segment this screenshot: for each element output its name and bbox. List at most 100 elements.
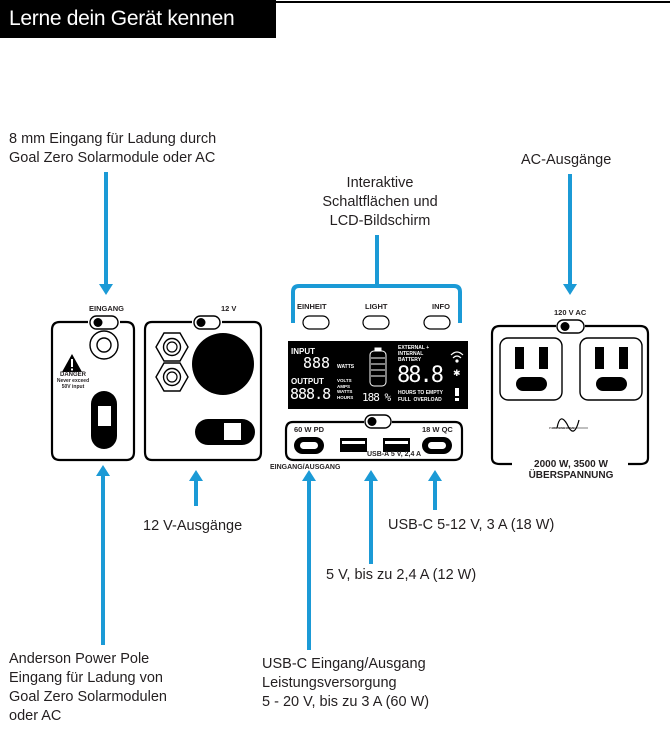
callout-anderson: Anderson Power Pole Eingang für Ladung v…: [9, 650, 167, 726]
input-cover-toggle[interactable]: [89, 315, 119, 330]
usbc-pd-label: 60 W PD: [294, 425, 325, 434]
lcd-line: BATTERY: [398, 357, 422, 363]
lcd-units: VOLTS AMPS WATTS HOURS: [337, 378, 353, 400]
light-label: LIGHT: [365, 302, 388, 311]
bluetooth-icon: ✱: [453, 369, 461, 379]
control-buttons: [302, 315, 451, 330]
sine-logo-text: PURE SINE WAVE: [549, 426, 575, 430]
lcd-percent: 188 %: [362, 391, 391, 404]
battery-icon: [369, 347, 387, 387]
leader-12v: [194, 480, 198, 506]
ac-cover-toggle[interactable]: [556, 319, 585, 334]
lcd-line: EXTERNAL +: [398, 345, 430, 351]
eingang-ausgang-label: EINGANG/AUSGANG: [270, 464, 341, 471]
callout-usbc-qc: USB-C 5-12 V, 3 A (18 W): [388, 517, 555, 533]
lcd-screen: ✱: [288, 341, 468, 409]
dc-5521-port: [155, 332, 189, 362]
callout-line: USB-C Eingang/Ausgang: [262, 656, 426, 672]
einheit-label: EINHEIT: [297, 302, 327, 311]
arrow-up-icon: [96, 465, 110, 476]
info-label: INFO: [432, 302, 450, 311]
leader-lines: [96, 172, 577, 650]
ac-surge: ÜBERSPANNUNG: [528, 470, 614, 481]
header-bar: Lerne dein Gerät kennen: [0, 0, 276, 38]
callout-line: LCD-Bildschirm: [329, 213, 431, 229]
warning-line: Never exceed: [56, 378, 90, 384]
lcd-output-digits: 888.8: [290, 385, 331, 403]
callout-interactive: Interaktive Schaltflächen und LCD-Bildsc…: [300, 174, 460, 231]
leader-usbc-qc: [433, 480, 437, 510]
usba-label: USB-A 5 V, 2,4 A: [367, 451, 422, 458]
lcd-hours-to-empty: HOURS TO EMPTY: [398, 390, 443, 396]
callout-line: Interaktive: [346, 175, 414, 191]
callout-8mm-input: 8 mm Eingang für Ladung durch Goal Zero …: [9, 130, 216, 168]
usbc-qc-label: 18 W QC: [422, 425, 453, 434]
callout-line: Schaltflächen und: [322, 194, 438, 210]
input-label: EINGANG: [89, 304, 125, 313]
callout-line: Goal Zero Solarmodule oder AC: [9, 150, 216, 166]
lcd-unit: AMPS: [337, 383, 351, 389]
warning-text: DANGER Never exceed 50V input: [56, 372, 90, 390]
ac-panel: [490, 319, 650, 466]
leader-anderson: [101, 475, 105, 645]
usba-port: [383, 438, 410, 452]
leader-buttons-bracket: [291, 235, 462, 323]
leader-ac: [568, 174, 572, 285]
arrow-up-icon: [428, 470, 442, 481]
callout-usbc-pd: USB-C Eingang/Ausgang Leistungsversorgun…: [262, 655, 429, 712]
usb-cover-toggle[interactable]: [364, 414, 392, 429]
dc-5521-port: [155, 362, 189, 392]
lcd-unit: HOURS: [337, 394, 354, 400]
leader-usbc-pd: [307, 480, 311, 650]
lcd-input-digits: 888: [303, 354, 331, 372]
wifi-icon: [450, 351, 464, 363]
ac-outlet: [579, 337, 643, 401]
lcd-unit: WATTS: [337, 389, 353, 394]
callout-line: Anderson Power Pole: [9, 651, 150, 667]
dc-cover-toggle[interactable]: [193, 315, 221, 330]
alert-icon: [455, 388, 459, 396]
einheit-button[interactable]: [302, 315, 330, 330]
callout-line: Leistungsversorgung: [262, 675, 397, 691]
arrow-down-icon: [563, 284, 577, 295]
light-button[interactable]: [362, 315, 390, 330]
warning-title: DANGER: [59, 372, 86, 378]
arrow-down-icon: [99, 284, 113, 295]
callout-12v-outputs: 12 V-Ausgänge: [143, 518, 243, 534]
lcd-unit: VOLTS: [337, 378, 352, 383]
arrow-up-icon: [189, 470, 203, 481]
lcd-watts-label: WATTS: [337, 364, 355, 370]
dc-12v-panel: [143, 315, 263, 462]
arrow-up-icon: [364, 470, 378, 481]
leader-usba: [369, 480, 373, 564]
lcd-line: INTERNAL: [398, 351, 424, 357]
callout-line: 8 mm Eingang für Ladung durch: [9, 131, 217, 147]
info-button[interactable]: [423, 315, 451, 330]
lcd-input-label: INPUT: [291, 347, 315, 356]
ac-rating: 2000 W, 3500 W: [534, 459, 608, 470]
callout-line: Eingang für Ladung von: [9, 670, 163, 686]
car-port: [192, 333, 254, 395]
callout-line: oder AC: [9, 708, 62, 724]
page-title: Lerne dein Gerät kennen: [9, 7, 235, 30]
lcd-output-label: OUTPUT: [291, 377, 324, 386]
ac-outlet: [499, 337, 563, 401]
lcd-battery-label: EXTERNAL + INTERNAL BATTERY: [398, 345, 429, 363]
callout-usba: 5 V, bis zu 2,4 A (12 W): [326, 567, 477, 583]
lcd-status: FULL OVERLOAD: [398, 397, 442, 403]
warning-line: 50V input: [61, 384, 85, 390]
callout-line: Goal Zero Solarmodulen: [9, 689, 167, 705]
input-panel: [50, 315, 136, 462]
callout-ac-outputs: AC-Ausgänge: [521, 152, 612, 168]
callout-line: 5 - 20 V, bis zu 3 A (60 W): [262, 694, 430, 710]
lcd-big-digits: 88.8: [397, 363, 444, 388]
ac-voltage-label: 120 V AC: [554, 308, 587, 317]
sine-wave-icon: [556, 418, 580, 432]
leader-8mm: [104, 172, 108, 285]
usb-panel: [284, 414, 464, 462]
dc-12v-label: 12 V: [221, 304, 237, 313]
arrow-up-icon: [302, 470, 316, 481]
header-rule: [276, 1, 670, 3]
usba-port: [340, 438, 367, 452]
